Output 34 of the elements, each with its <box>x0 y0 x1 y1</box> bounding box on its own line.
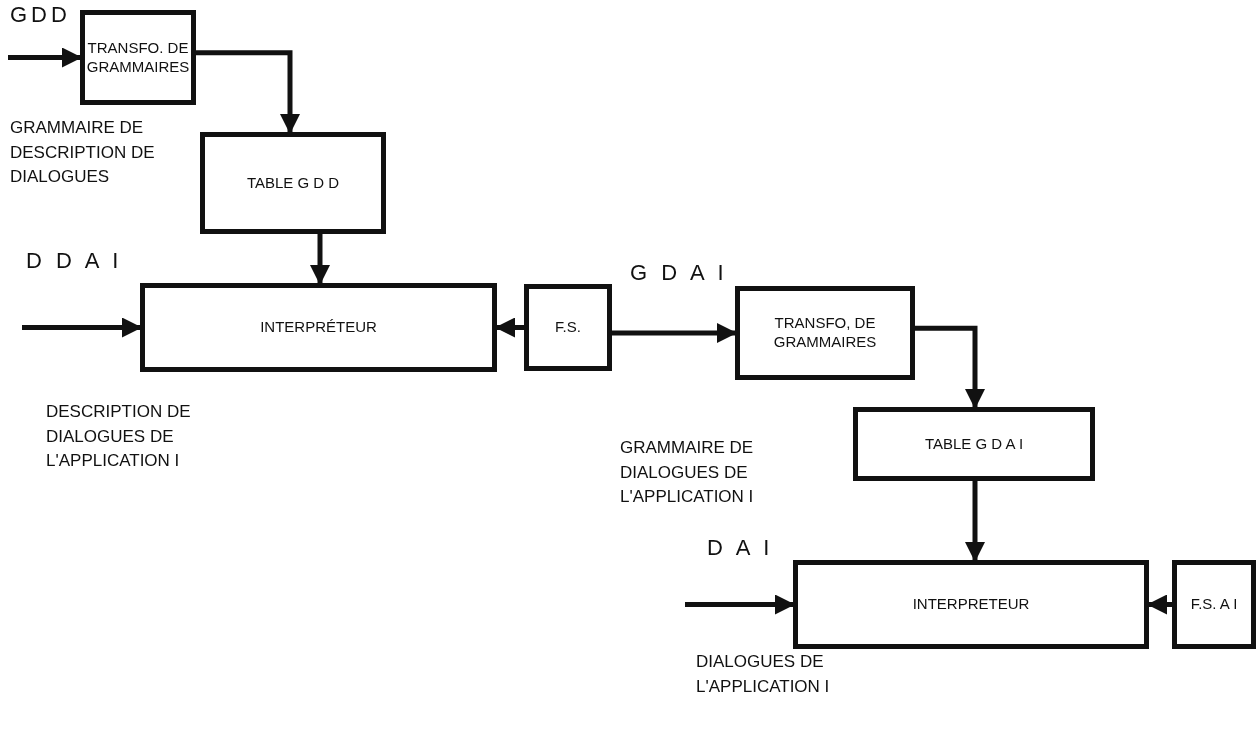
box-label: TABLE G D D <box>246 173 340 193</box>
process-box <box>793 560 1149 649</box>
arrow <box>310 234 330 285</box>
arrow <box>1147 594 1172 615</box>
arrow <box>196 50 300 134</box>
box-label: TRANSFO, DE GRAMMAIRES <box>772 314 878 352</box>
process-box <box>524 284 612 371</box>
arrow <box>965 481 985 562</box>
description-text: DESCRIPTION DE DIALOGUES DE L'APPLICATION I <box>46 401 192 473</box>
description-text: GRAMMAIRE DE DIALOGUES DE L'APPLICATION I <box>620 437 755 509</box>
box-label: INTERPRETEUR <box>912 595 1030 614</box>
box-label: F.S. <box>555 318 581 337</box>
process-box <box>1172 560 1256 649</box>
process-box <box>853 407 1095 481</box>
edge-label: D D A I <box>26 248 123 274</box>
process-box <box>735 286 915 380</box>
description-text: DIALOGUES DE L'APPLICATION I <box>696 651 831 698</box>
arrow <box>8 47 82 68</box>
edge-label: D A I <box>707 535 774 561</box>
box-label: TRANSFO. DE GRAMMAIRES <box>85 38 191 77</box>
edge-label: G D A I <box>630 260 728 286</box>
arrow <box>22 317 142 338</box>
box-label: INTERPRÉTEUR <box>260 318 377 337</box>
process-box <box>200 132 386 234</box>
description-text: GRAMMAIRE DE DESCRIPTION DE DIALOGUES <box>10 117 156 189</box>
edge-label: GDD <box>10 2 71 28</box>
arrow <box>495 317 524 338</box>
arrow <box>612 323 737 343</box>
arrow <box>915 325 985 409</box>
box-label: F.S. A I <box>1190 595 1238 614</box>
process-box <box>140 283 497 372</box>
box-label: TABLE G D A I <box>924 434 1024 454</box>
process-box <box>80 10 196 105</box>
arrow <box>685 594 795 615</box>
